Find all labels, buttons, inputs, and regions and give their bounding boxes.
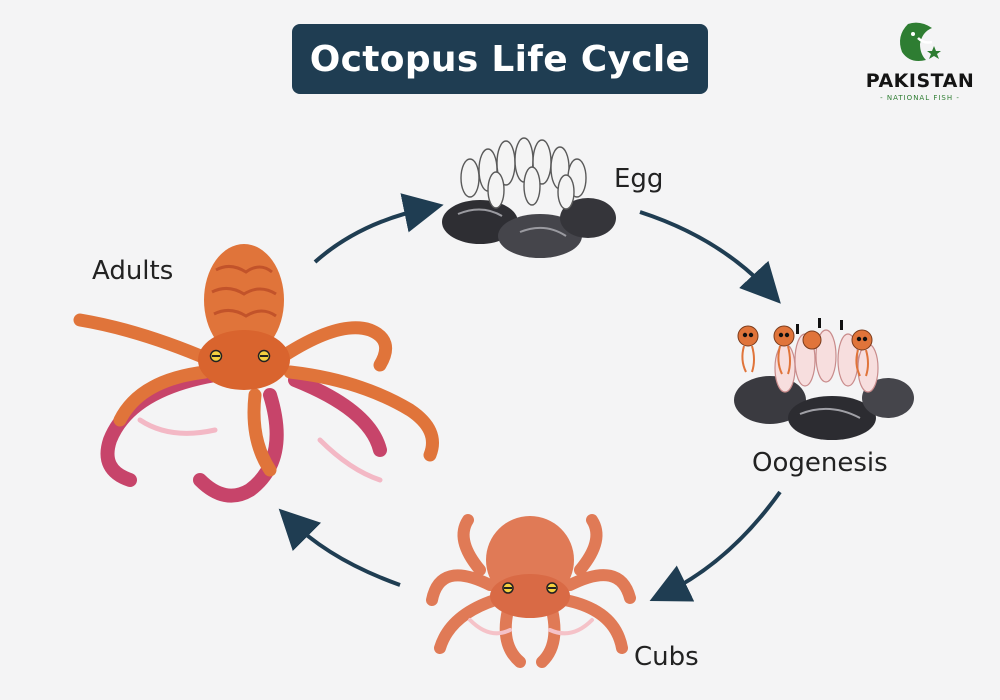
oogenesis-cluster-illustration — [734, 318, 914, 440]
arrow-cubs-to-adults — [278, 508, 401, 587]
stage-label-oogenesis: Oogenesis — [752, 448, 888, 478]
stage-label-cubs: Cubs — [634, 642, 699, 672]
title-banner: Octopus Life Cycle — [292, 24, 708, 94]
adult-octopus-illustration — [73, 244, 439, 503]
cub-octopus-illustration — [426, 514, 636, 668]
diagram-title: Octopus Life Cycle — [309, 38, 691, 80]
logo-tagline: - NATIONAL FISH - — [880, 94, 960, 102]
stage-label-adults: Adults — [92, 256, 174, 286]
logo-wordmark: PAKISTAN — [865, 70, 975, 92]
egg-cluster-illustration — [442, 137, 616, 258]
stage-label-egg: Egg — [614, 164, 664, 194]
fish-logo-icon — [900, 22, 941, 62]
arrow-adults-to-egg — [313, 193, 444, 264]
arrow-egg-to-oogenesis — [639, 210, 781, 304]
pakistan-national-fish-logo: PAKISTAN - NATIONAL FISH - — [850, 14, 990, 104]
arrow-oogenesis-to-cubs — [649, 490, 782, 602]
